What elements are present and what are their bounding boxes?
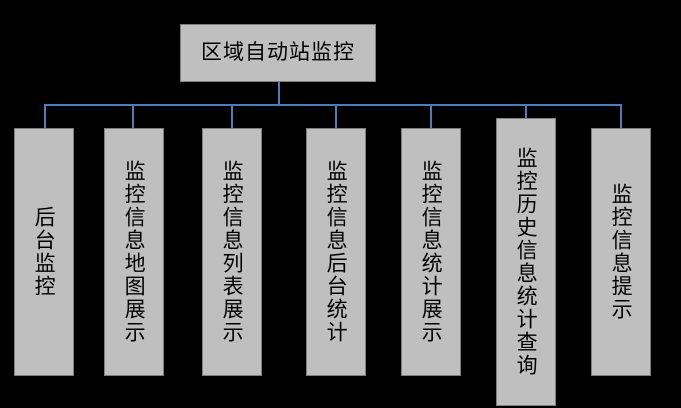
node-child-7[interactable]: 监控信息提示	[591, 128, 651, 376]
node-child-5[interactable]: 监控信息统计展示	[401, 128, 461, 376]
node-child-3-label: 监控信息列表展示	[220, 160, 245, 344]
connector-horizontal-bus	[44, 104, 622, 106]
node-child-1[interactable]: 后台监控	[14, 128, 74, 376]
node-child-1-label: 后台监控	[32, 206, 57, 298]
node-child-4-label: 监控信息后台统计	[324, 160, 349, 344]
node-child-6[interactable]: 监控历史信息统计查询	[496, 118, 556, 406]
connector-drop-3	[231, 104, 233, 129]
node-child-3[interactable]: 监控信息列表展示	[202, 128, 262, 376]
node-child-7-label: 监控信息提示	[609, 183, 634, 321]
connector-drop-4	[335, 104, 337, 129]
connector-drop-1	[44, 104, 46, 129]
connector-drop-5	[430, 104, 432, 129]
node-child-4[interactable]: 监控信息后台统计	[306, 128, 366, 376]
node-child-5-label: 监控信息统计展示	[419, 160, 444, 344]
connector-root-drop	[278, 82, 280, 105]
connector-drop-7	[620, 104, 622, 129]
node-root-label: 区域自动站监控	[201, 40, 355, 65]
node-child-2-label: 监控信息地图展示	[122, 160, 147, 344]
connector-drop-6	[525, 104, 527, 129]
node-child-2[interactable]: 监控信息地图展示	[104, 128, 164, 376]
node-child-6-label: 监控历史信息统计查询	[514, 147, 539, 377]
node-root[interactable]: 区域自动站监控	[180, 24, 376, 82]
connector-drop-2	[132, 104, 134, 129]
